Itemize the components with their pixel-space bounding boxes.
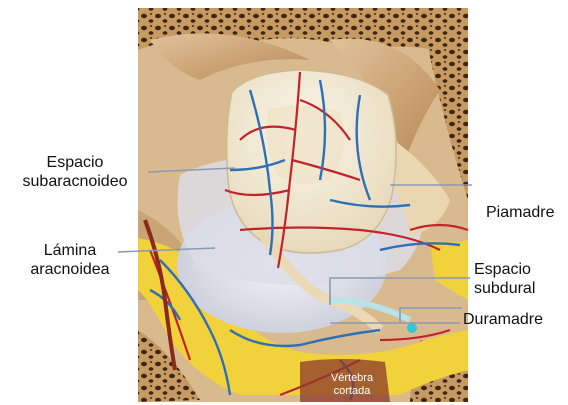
label-lamina-aracnoidea-line1: Lámina [20, 241, 120, 260]
label-lamina-aracnoidea-line2: aracnoidea [20, 260, 120, 279]
label-espacio-subdural: Espacio subdural [474, 260, 535, 298]
label-lamina-aracnoidea: Lámina aracnoidea [20, 241, 120, 279]
label-espacio-subaracnoideo-line2: subaracnoideo [10, 172, 140, 191]
label-vertebra-cortada: Vértebra cortada [312, 372, 392, 398]
label-piamadre-text: Piamadre [486, 203, 554, 222]
label-espacio-subdural-line1: Espacio [474, 260, 535, 279]
label-vertebra-line2: cortada [312, 385, 392, 398]
label-espacio-subaracnoideo: Espacio subaracnoideo [10, 153, 140, 191]
label-duramadre: Duramadre [463, 310, 543, 329]
label-espacio-subdural-line2: subdural [474, 279, 535, 298]
cyan-node [407, 323, 417, 333]
label-duramadre-text: Duramadre [463, 310, 543, 329]
label-vertebra-line1: Vértebra [312, 372, 392, 385]
label-piamadre: Piamadre [486, 203, 554, 222]
label-espacio-subaracnoideo-line1: Espacio [10, 153, 140, 172]
